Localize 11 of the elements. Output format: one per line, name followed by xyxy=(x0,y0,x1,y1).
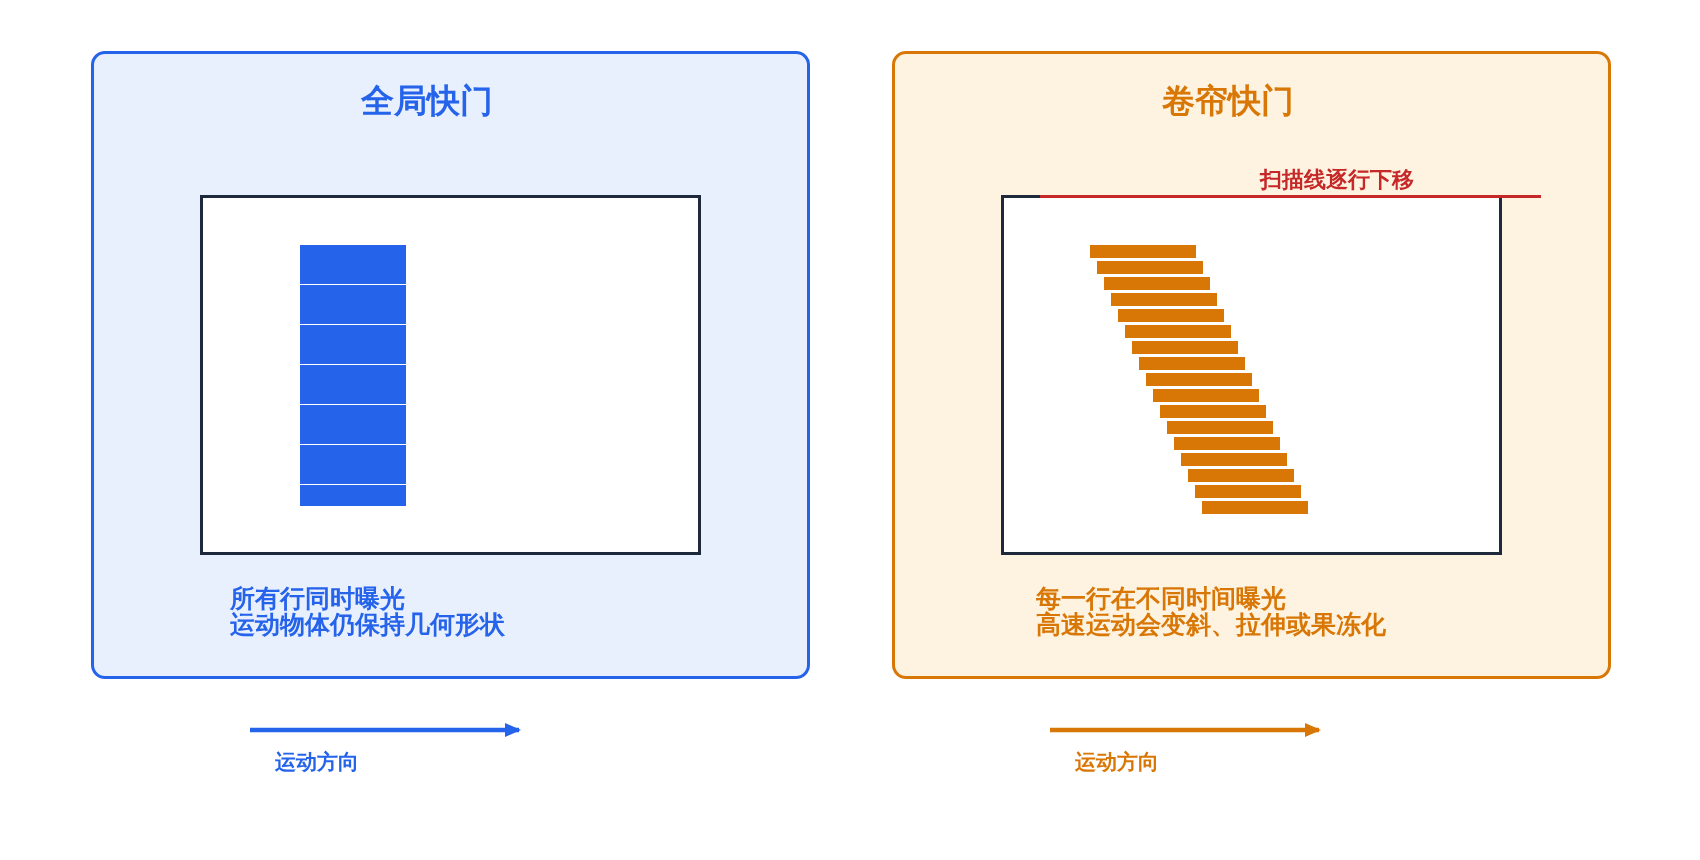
panel xyxy=(892,51,1611,679)
panel-title: 卷帘快门 xyxy=(1162,83,1294,119)
panel xyxy=(91,51,810,679)
scan-line-label: 扫描线逐行下移 xyxy=(1260,167,1414,192)
description: 每一行在不同时间曝光 xyxy=(1036,585,1286,612)
description: 高速运动会变斜、拉伸或果冻化 xyxy=(1036,611,1386,638)
direction-label: 运动方向 xyxy=(1075,750,1159,774)
panel-title: 全局快门 xyxy=(361,83,493,119)
direction-label: 运动方向 xyxy=(275,750,359,774)
description: 所有行同时曝光 xyxy=(230,585,405,612)
description: 运动物体仍保持几何形状 xyxy=(230,611,505,638)
